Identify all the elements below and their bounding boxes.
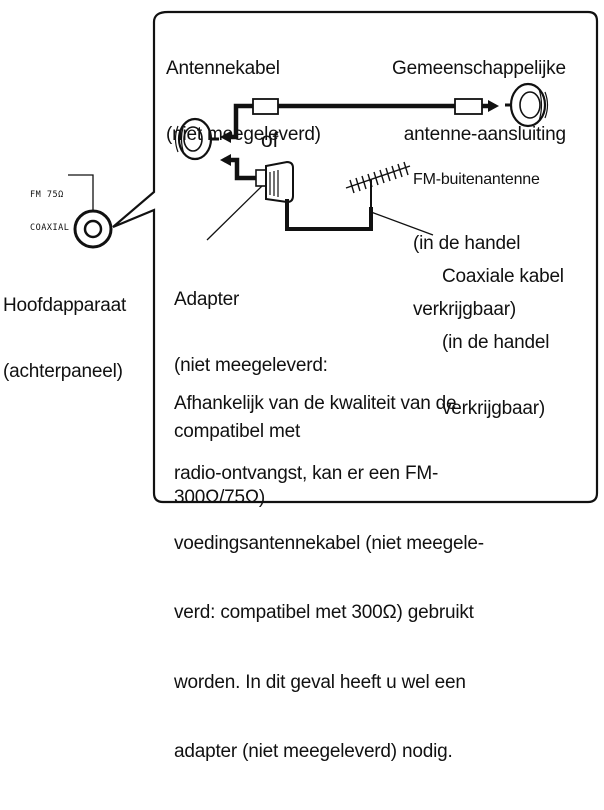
arrow-left-upper <box>220 131 231 143</box>
adapter-label: Adapter (niet meegeleverd: compatibel me… <box>174 289 328 508</box>
arrow-left-lower <box>220 154 231 166</box>
fm-outdoor-antenna-label: FM-buitenantenne (in de handel verkrijgb… <box>413 171 540 320</box>
diagram-drawing <box>68 10 599 504</box>
fm-outdoor-antenna-icon <box>345 161 411 207</box>
terminal-label: FM 75Ω COAXIAL <box>30 190 70 233</box>
note-paragraph: Afhankelijk van de kwaliteit van de radi… <box>174 393 484 763</box>
callout-frame <box>112 10 599 504</box>
communal-antenna-socket-icon <box>505 82 549 128</box>
coaxial-terminal-icon <box>73 209 113 249</box>
antenna-connection-diagram: Antennekabel (niet meegeleverd) Gemeensc… <box>3 10 599 762</box>
arrow-right-upper <box>488 100 499 112</box>
coax-leader-line <box>370 211 434 236</box>
adapter-icon <box>255 160 294 204</box>
adapter-leader-line <box>206 185 263 241</box>
antenna-input-socket-icon <box>174 117 219 161</box>
terminal-leader-line <box>68 174 94 211</box>
coaxial-cable-line <box>285 199 373 231</box>
antenna-cable-label: Antennekabel (niet meegeleverd) <box>166 58 321 145</box>
main-unit-label: Hoofdapparaat (achterpaneel) <box>3 295 127 382</box>
communal-antenna-label: Gemeenschappelijke antenne-aansluiting <box>392 58 566 145</box>
coaxial-cable-label: Coaxiale kabel (in de handel verkrijgbaa… <box>442 266 564 419</box>
or-label: of <box>261 129 279 152</box>
